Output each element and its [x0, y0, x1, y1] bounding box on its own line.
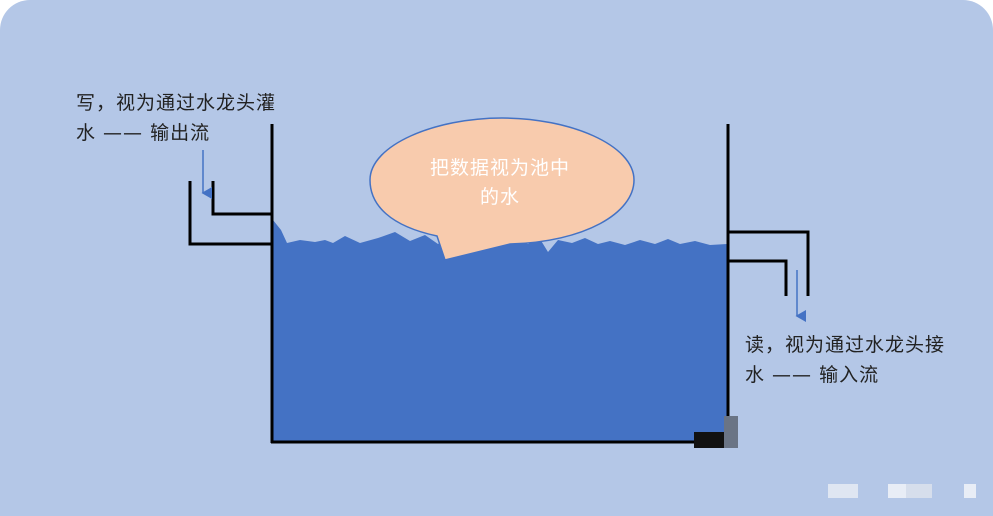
drain-plug [694, 432, 724, 448]
inlet-faucet [188, 181, 272, 246]
inlet-faucet-inner [211, 181, 272, 216]
write-label: 写，视为通过水龙头灌 水 —— 输出流 [76, 88, 276, 148]
write-label-line2: 水 —— 输出流 [76, 122, 211, 144]
outlet-faucet-inner [728, 259, 788, 296]
drain-plug-side [724, 416, 738, 448]
write-label-line1: 写，视为通过水龙头灌 [76, 92, 277, 114]
read-label: 读，视为通过水龙头接 水 —— 输入流 [745, 330, 945, 390]
speech-bubble [369, 117, 635, 261]
artifact-block [828, 484, 858, 498]
read-label-line1: 读，视为通过水龙头接 [745, 334, 946, 356]
read-label-line2: 水 —— 输入流 [745, 364, 880, 386]
bubble-text-line2: 的水 [479, 186, 520, 208]
water-body [273, 220, 727, 441]
outlet-faucet [728, 230, 810, 296]
artifact-block [964, 484, 976, 498]
bubble-text: 把数据视为池中 的水 [400, 154, 600, 212]
bubble-text-line1: 把数据视为池中 [429, 157, 570, 179]
artifact-block [888, 484, 906, 498]
artifact-block [906, 484, 932, 498]
